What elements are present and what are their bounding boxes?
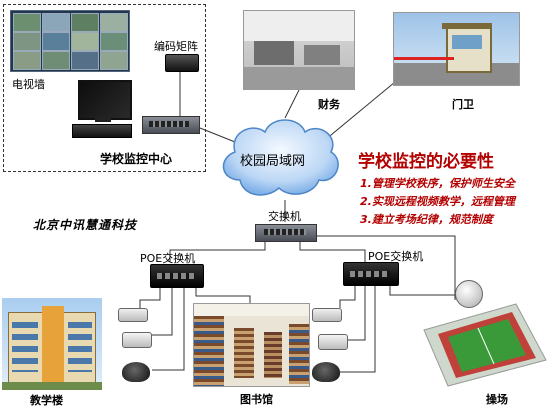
library-photo xyxy=(193,303,310,387)
company-name: 北京中讯慧通科技 xyxy=(33,218,138,232)
necessity-title: 学校监控的必要性 xyxy=(358,152,494,172)
reason-3: 3.建立考场纪律，规范制度 xyxy=(360,213,493,226)
finance-label: 财务 xyxy=(318,98,340,111)
control-center-title: 学校监控中心 xyxy=(100,152,173,166)
poe-switch-left xyxy=(150,264,204,288)
playground-photo xyxy=(423,303,547,387)
poe-right-label: POE交换机 xyxy=(368,250,424,263)
tv-wall xyxy=(10,10,130,72)
control-switch xyxy=(142,116,200,134)
teaching-label: 教学楼 xyxy=(30,394,63,407)
ptz-camera xyxy=(455,280,483,308)
nvr-device xyxy=(72,124,132,138)
poe-switch-right xyxy=(343,262,399,286)
matrix-label: 编码矩阵 xyxy=(154,40,198,53)
finance-photo xyxy=(243,10,355,90)
control-center-box xyxy=(3,4,206,172)
dome-camera-left xyxy=(122,362,150,382)
playground-label: 操场 xyxy=(486,393,508,406)
gate-photo xyxy=(393,12,520,86)
bullet-camera-left xyxy=(118,308,148,322)
gate-label: 门卫 xyxy=(452,98,474,111)
main-switch xyxy=(255,224,317,242)
library-label: 图书馆 xyxy=(240,393,273,406)
monitor-stand xyxy=(95,117,111,122)
bullet-camera-right-2 xyxy=(318,334,348,350)
monitor xyxy=(78,80,132,120)
campus-lan-cloud xyxy=(222,119,339,196)
bullet-camera-right xyxy=(312,308,342,322)
poe-left-label: POE交换机 xyxy=(140,252,196,265)
encoder-matrix-device xyxy=(165,54,199,72)
reason-2: 2.实现远程视频教学，远程管理 xyxy=(360,195,515,208)
dome-camera-right xyxy=(312,362,340,382)
bullet-camera-left-2 xyxy=(122,332,152,348)
switch-label: 交换机 xyxy=(268,210,301,223)
lan-label: 校园局域网 xyxy=(240,154,306,169)
reason-1: 1.管理学校秩序，保护师生安全 xyxy=(360,177,515,190)
teaching-building-photo xyxy=(2,298,102,390)
tv-wall-label: 电视墙 xyxy=(12,78,45,91)
